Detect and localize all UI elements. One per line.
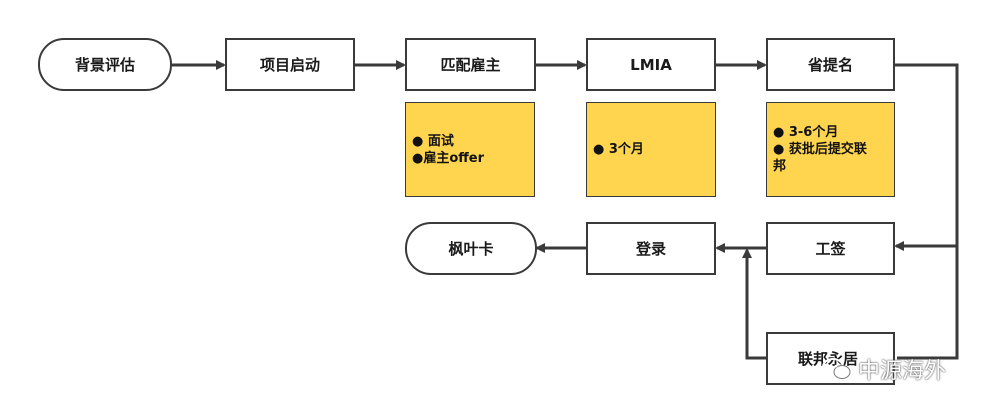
- line-right-to-federalpr: [897, 246, 959, 360]
- node-lmia: LMIA: [586, 38, 716, 91]
- note-lmia: ● 3个月: [586, 102, 716, 197]
- wechat-icon: [822, 358, 851, 379]
- note-line: ● 面试: [412, 133, 454, 149]
- node-label: 省提名: [807, 56, 853, 74]
- note-line: ● 3-6个月: [773, 125, 839, 140]
- arrow-federalpr-to-landing: [742, 248, 767, 360]
- note-line: 邦: [773, 159, 787, 174]
- watermark-text: 中源海外: [858, 359, 947, 384]
- note-line: ●雇主offer: [412, 150, 485, 166]
- note-provincial-nomination: ● 3-6个月 ● 获批后提交联 邦: [766, 102, 895, 197]
- node-label: LMIA: [630, 55, 672, 74]
- node-label: 枫叶卡: [448, 240, 494, 258]
- node-label: 匹配雇主: [440, 56, 501, 74]
- node-match-employer: 匹配雇主: [405, 38, 536, 91]
- node-work-permit: 工签: [766, 222, 895, 275]
- node-label: 登录: [635, 240, 666, 258]
- node-background-eval: 背景评估: [38, 38, 172, 91]
- node-label: 背景评估: [74, 56, 135, 74]
- arrow-nomination-to-workpermit: [894, 63, 959, 251]
- node-label: 项目启动: [259, 56, 320, 74]
- node-provincial-nomination: 省提名: [766, 38, 895, 91]
- note-line: ● 获批后提交联: [773, 142, 867, 157]
- note-match-employer: ● 面试 ●雇主offer: [405, 102, 535, 197]
- node-label: 工签: [815, 240, 846, 258]
- node-landing: 登录: [586, 222, 716, 275]
- node-project-start: 项目启动: [225, 38, 355, 91]
- node-maple-card: 枫叶卡: [405, 222, 537, 275]
- watermark: 中源海外: [822, 352, 946, 386]
- note-line: ● 3个月: [593, 142, 644, 157]
